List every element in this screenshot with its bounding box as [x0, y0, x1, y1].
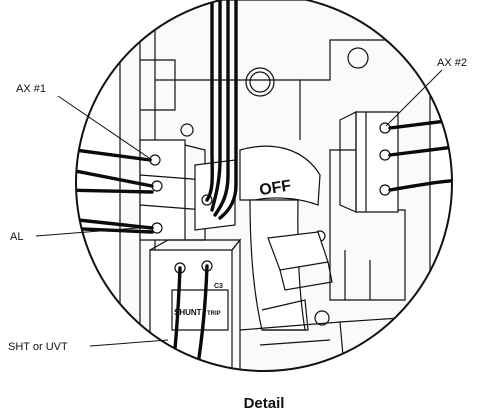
figure-caption: Detail	[244, 395, 285, 412]
sht-uvt-leader-line	[89, 339, 169, 347]
mount-hole	[314, 310, 330, 326]
shunt-module-label: SHUNT	[174, 308, 202, 317]
detail-lens: OFF SHUNT TRIP C3	[76, 0, 452, 371]
mount-hole	[347, 47, 369, 69]
ax1-switch-divider	[139, 204, 206, 211]
ax1-callout-label: AX #1	[16, 83, 46, 95]
ax2-switch-face	[339, 111, 357, 213]
al-callout-label: AL	[10, 231, 23, 243]
housing-recess	[140, 59, 176, 111]
detail-circle-border	[75, 0, 453, 372]
mount-hole	[180, 123, 194, 137]
handle-tab-face	[279, 261, 333, 291]
ax1-switch-body	[139, 139, 186, 241]
handle-grip	[261, 299, 309, 331]
wire	[218, 0, 238, 220]
mount-hole	[249, 71, 271, 93]
al-leader-line	[35, 226, 151, 237]
wire	[213, 0, 230, 217]
wire-bundle-top	[205, 0, 238, 220]
housing-step	[300, 39, 395, 81]
wire	[76, 166, 154, 188]
ax2-leader-line	[385, 69, 443, 127]
wire	[388, 178, 452, 192]
wire	[388, 116, 452, 130]
ax1-switch-divider	[139, 174, 206, 181]
mount-hole	[245, 67, 275, 97]
wire	[205, 0, 214, 202]
wire-bundle-right	[388, 116, 452, 192]
ax2-callout-label: AX #2	[437, 57, 467, 69]
shunt-trip-label: TRIP	[207, 311, 221, 317]
sht-uvt-callout-label: SHT or UVT	[8, 341, 68, 353]
handle-cam	[239, 145, 321, 206]
shunt-c3-label: C3	[214, 283, 223, 290]
handle-off-label: OFF	[258, 177, 292, 199]
lower-mechanism	[259, 339, 331, 346]
shunt-module-side	[231, 238, 241, 371]
wire	[210, 0, 222, 212]
wire	[76, 188, 154, 194]
shunt-module-label-plate	[171, 289, 229, 331]
leader-lines	[35, 69, 443, 347]
ax1-leader-line	[57, 95, 153, 161]
wire	[76, 216, 154, 230]
wire	[76, 146, 152, 162]
lower-mechanism	[239, 321, 346, 371]
wire	[388, 143, 452, 157]
